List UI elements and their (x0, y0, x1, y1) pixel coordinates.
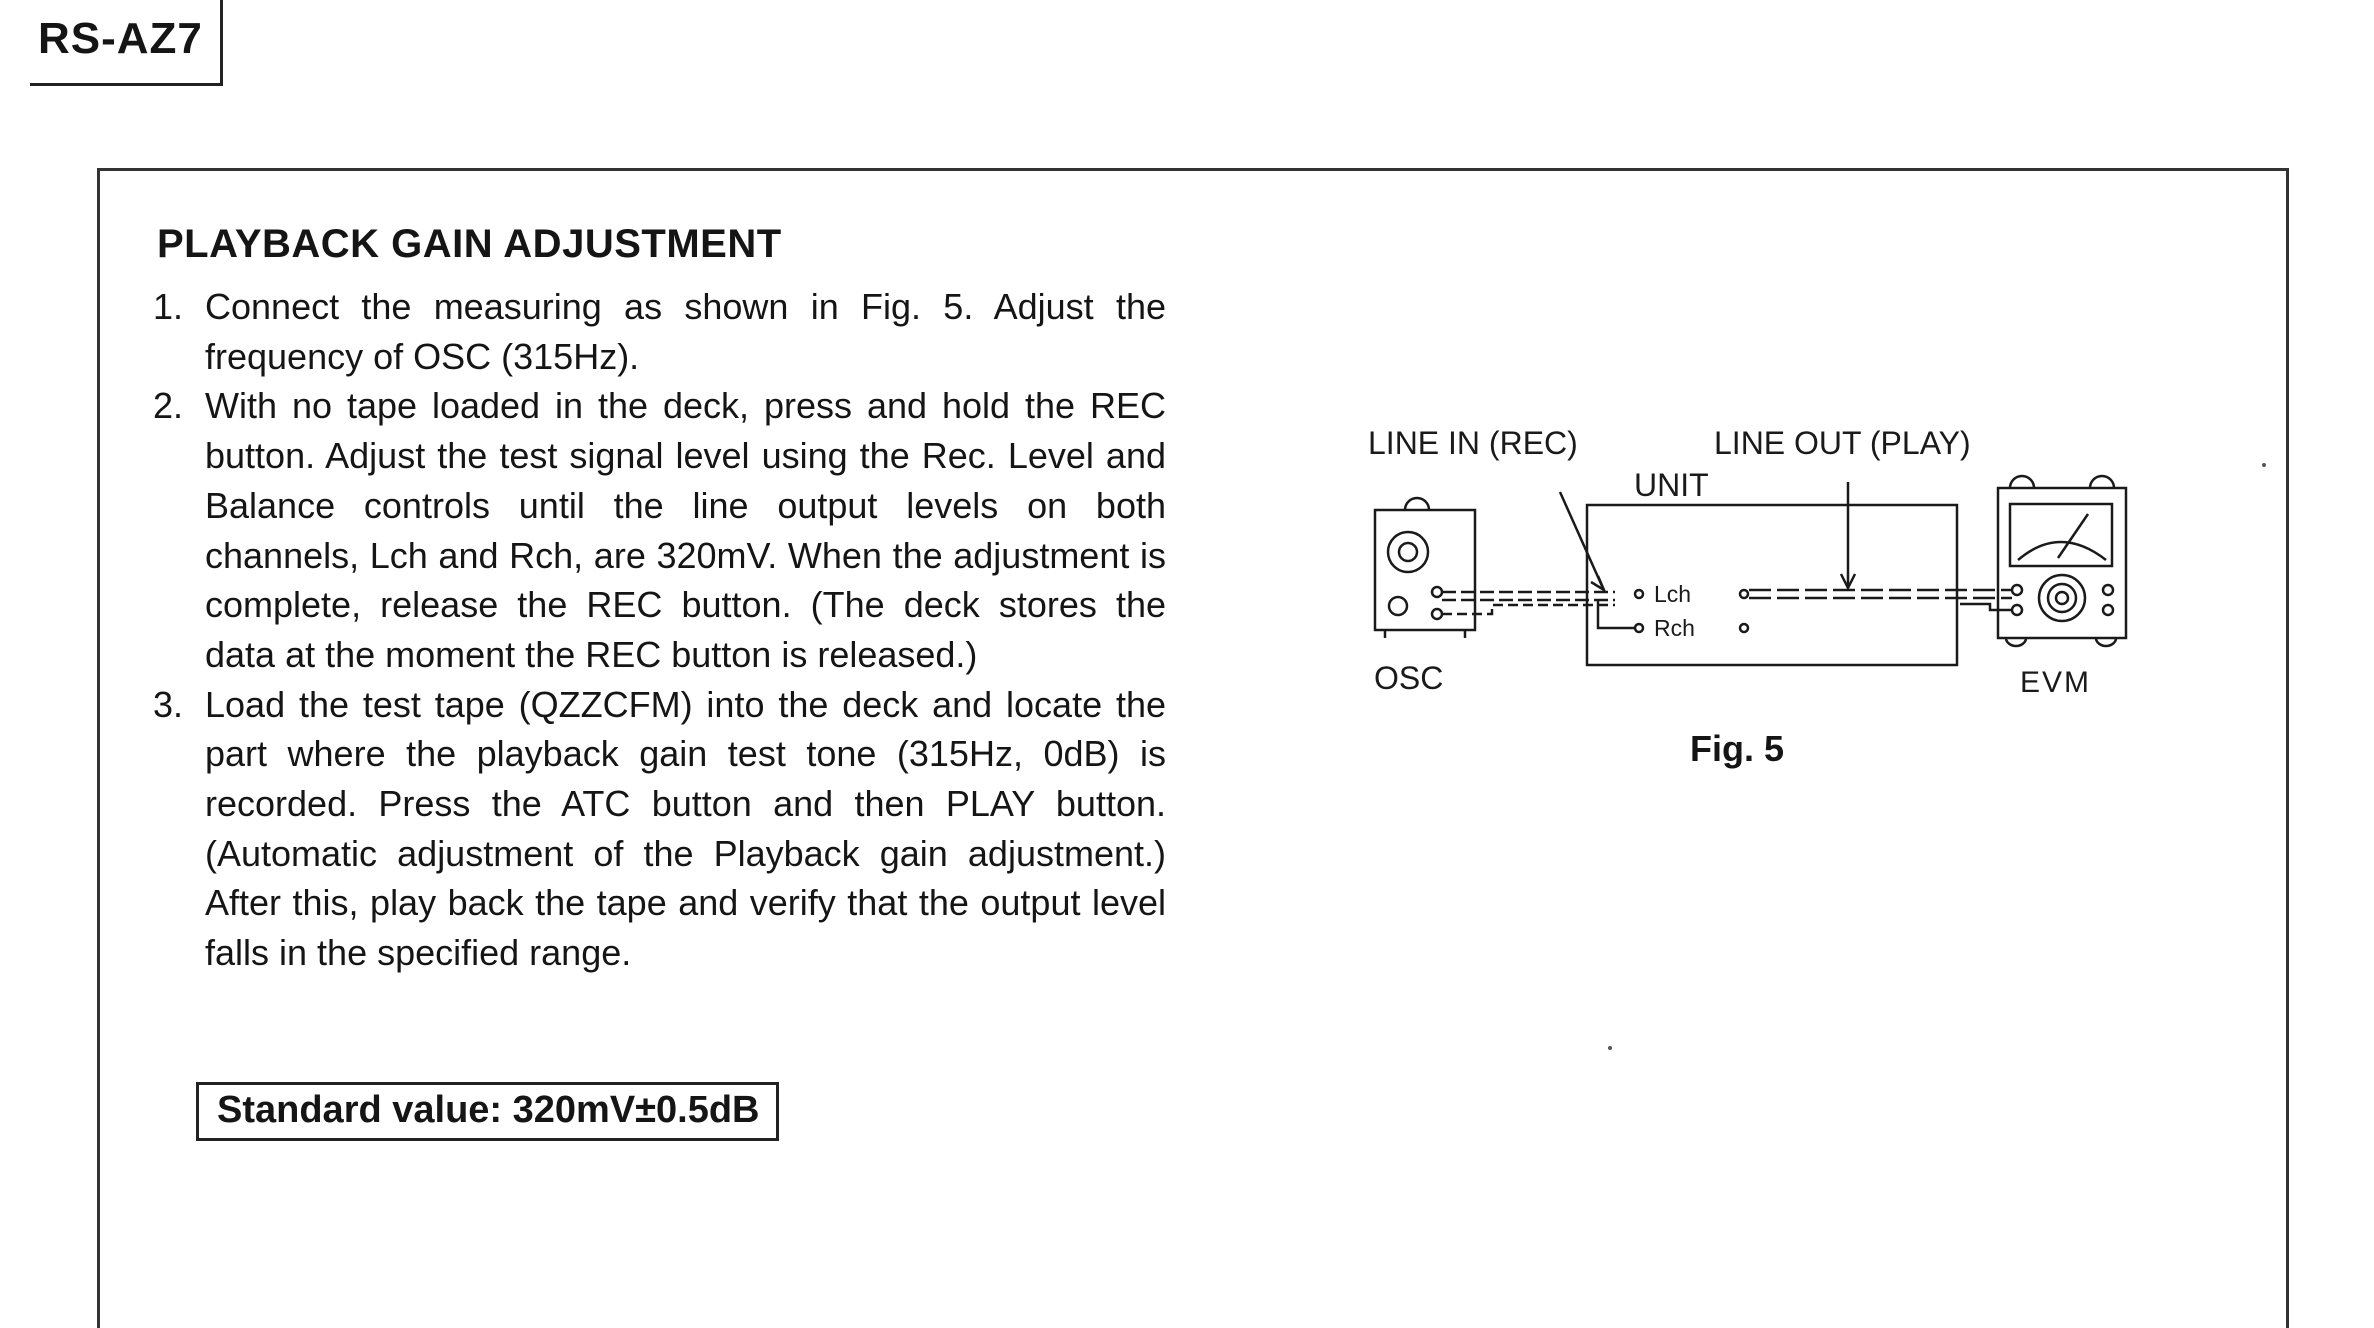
procedure-step-1: 1. Connect the measuring as shown in Fig… (153, 282, 1166, 381)
osc-device-icon (1373, 496, 1477, 638)
step-number: 2. (153, 385, 184, 427)
section-title: PLAYBACK GAIN ADJUSTMENT (157, 222, 782, 266)
step-text: Connect the measuring as shown in Fig. 5… (205, 286, 1166, 377)
figure-caption: Fig. 5 (1690, 728, 1785, 769)
step-number: 1. (153, 286, 184, 327)
connection-diagram: LINE IN (REC) LINE OUT (PLAY) UNIT OSC E… (1350, 400, 2150, 780)
osc-label: OSC (1374, 660, 1443, 696)
step-text: Load the test tape (QZZCFM) into the dec… (205, 683, 1166, 974)
unit-box (1585, 503, 1959, 667)
connection-diagram-svg: LINE IN (REC) LINE OUT (PLAY) UNIT OSC E… (1368, 425, 2128, 699)
rch-label: Rch (1654, 615, 1695, 641)
content-panel (97, 168, 2289, 1328)
scan-speck (2262, 463, 2266, 467)
evm-meter-icon (1996, 474, 2128, 648)
unit-label: UNIT (1634, 467, 1709, 503)
standard-value-box: Standard value: 320mV±0.5dB (196, 1082, 779, 1141)
procedure-steps: 1. Connect the measuring as shown in Fig… (153, 282, 1166, 978)
procedure-step-3: 3. Load the test tape (QZZCFM) into the … (153, 680, 1166, 978)
lch-label: Lch (1654, 581, 1691, 607)
model-number: RS-AZ7 (38, 14, 203, 63)
line-in-label: LINE IN (REC) (1368, 425, 1578, 461)
model-tag: RS-AZ7 (30, 0, 223, 86)
line-out-label: LINE OUT (PLAY) (1714, 425, 1971, 461)
step-text: With no tape loaded in the deck, press a… (205, 385, 1166, 675)
procedure-step-2: 2. With no tape loaded in the deck, pres… (153, 381, 1166, 679)
scan-speck (1608, 1046, 1612, 1050)
step-number: 3. (153, 683, 184, 725)
evm-label: EVM (2020, 666, 2091, 699)
